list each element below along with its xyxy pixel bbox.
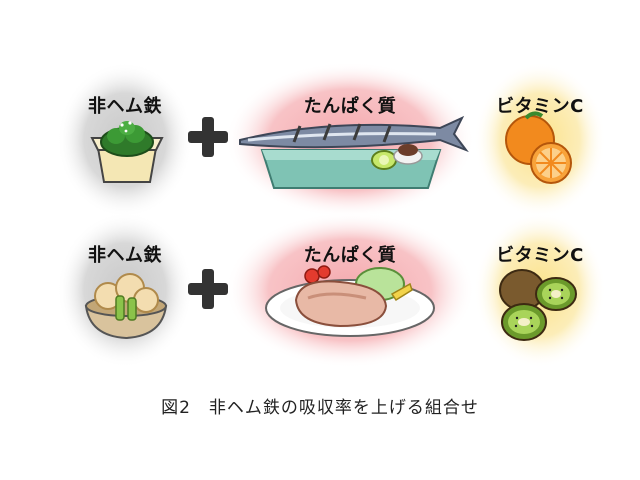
tofu-simmered-dish-icon	[84, 273, 168, 340]
iron-label-row1: 非ヘム鉄	[88, 96, 162, 117]
vitamin-label-row2: ビタミンC	[496, 245, 584, 266]
pork-steak-plate-icon	[265, 265, 435, 337]
plus-icon	[188, 269, 228, 309]
iron-label-row2: 非ヘム鉄	[88, 245, 162, 266]
vitamin-label-row1: ビタミンC	[496, 96, 584, 117]
protein-label-row1: たんぱく質	[303, 96, 397, 117]
orange-icon	[505, 111, 572, 184]
kiwi-icon	[499, 269, 577, 341]
plus-icon	[188, 117, 228, 157]
grilled-saury-icon	[239, 115, 469, 189]
protein-label-row2: たんぱく質	[303, 245, 397, 266]
spinach-bowl-icon	[90, 121, 164, 183]
figure-caption: 図2 非ヘム鉄の吸収率を上げる組合せ	[161, 398, 479, 418]
